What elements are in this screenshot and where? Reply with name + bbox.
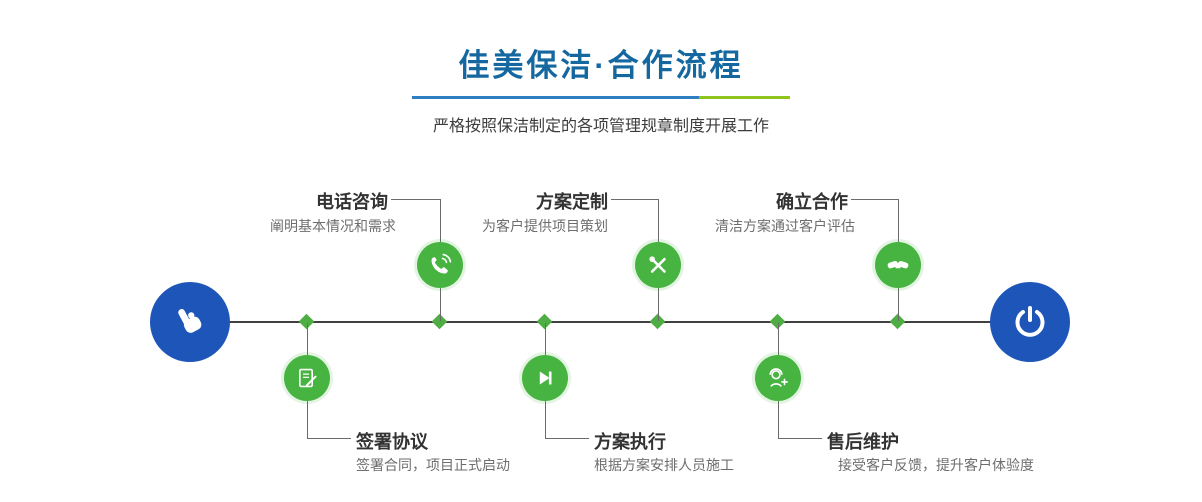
- step-title: 方案定制: [536, 192, 608, 212]
- connector-line: [658, 288, 659, 321]
- phone-icon: [427, 252, 453, 278]
- step-desc: 签署合同，项目正式启动: [356, 457, 510, 473]
- connector-line: [898, 199, 899, 242]
- connector-line: [391, 199, 440, 200]
- title-underline: [412, 96, 790, 99]
- connector-line: [898, 288, 899, 321]
- step-title: 电话咨询: [316, 192, 388, 212]
- connector-line: [307, 401, 308, 438]
- connector-line: [778, 401, 779, 438]
- step-desc: 接受客户反馈，提升客户体验度: [838, 457, 1034, 473]
- connector-line: [778, 438, 822, 439]
- connector-line: [851, 199, 898, 200]
- step-circle-aftersales: [755, 355, 801, 401]
- connector-line: [440, 199, 441, 242]
- step-circle-cooperation: [875, 242, 921, 288]
- step-circle-execute: [522, 355, 568, 401]
- step-title: 确立合作: [776, 192, 848, 212]
- underline-green-segment: [699, 96, 790, 99]
- step-circle-contract: [284, 355, 330, 401]
- step-desc: 根据方案安排人员施工: [594, 457, 734, 473]
- connector-line: [611, 199, 658, 200]
- timeline-end-node: [990, 282, 1070, 362]
- power-icon: [1010, 302, 1050, 342]
- step-desc: 清洁方案通过客户评估: [715, 218, 855, 234]
- step-desc: 为客户提供项目策划: [482, 218, 608, 234]
- step-title: 售后维护: [827, 432, 899, 452]
- design-tools-icon: [645, 252, 671, 278]
- connector-line: [545, 401, 546, 438]
- page-subtitle: 严格按照保洁制定的各项管理规章制度开展工作: [432, 118, 769, 135]
- pointing-hand-icon: [162, 294, 219, 351]
- connector-line: [778, 323, 779, 355]
- handshake-icon: [885, 252, 911, 278]
- underline-blue-segment: [412, 96, 700, 99]
- timeline-line: [190, 321, 1030, 323]
- connector-line: [658, 199, 659, 242]
- step-title: 签署协议: [356, 432, 428, 452]
- step-circle-phone: [417, 242, 463, 288]
- contract-icon: [294, 365, 320, 391]
- connector-line: [307, 438, 351, 439]
- connector-line: [440, 288, 441, 321]
- connector-line: [545, 438, 589, 439]
- timeline-start-node: [150, 282, 230, 362]
- step-desc: 阐明基本情况和需求: [270, 218, 396, 234]
- aftersales-support-icon: [765, 365, 791, 391]
- step-circle-design: [635, 242, 681, 288]
- step-title: 方案执行: [594, 432, 666, 452]
- execute-play-icon: [532, 365, 558, 391]
- page-title: 佳美保洁·合作流程: [458, 48, 744, 83]
- connector-line: [545, 323, 546, 355]
- connector-line: [307, 323, 308, 355]
